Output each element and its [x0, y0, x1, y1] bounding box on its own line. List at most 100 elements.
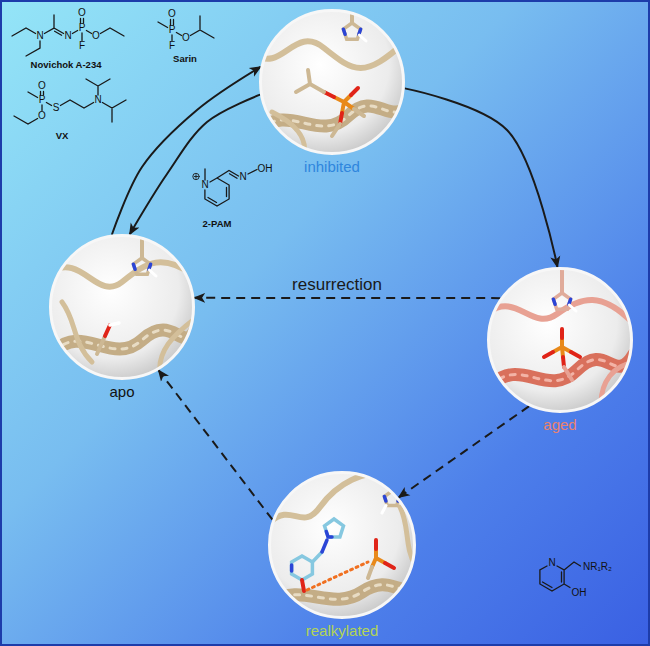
- oxygen-stick: [544, 329, 580, 367]
- nitrogen-stick: [133, 264, 150, 269]
- atom-label: N: [64, 31, 71, 41]
- circle-outline: [268, 471, 416, 619]
- pralidoxime-bonds: [205, 169, 257, 206]
- atom-label: NR₁R₂: [583, 562, 612, 572]
- atom-label: P: [169, 25, 176, 35]
- sphere-backdrop: [488, 268, 632, 412]
- nitrogen-stick: [553, 299, 570, 304]
- caption-box: inhibited: [304, 158, 360, 175]
- nitrogen-stick: [322, 540, 327, 552]
- state-label: inhibited: [304, 158, 360, 175]
- reaction-arrow: [405, 88, 558, 267]
- circle-border: [489, 269, 632, 412]
- state-circle: inhibited: [259, 9, 405, 155]
- atom-label: O: [38, 111, 46, 121]
- sphere-backdrop: [260, 10, 404, 154]
- histidine-stick: [560, 268, 564, 293]
- reaction-arrow: [399, 406, 529, 497]
- circle-outline: [49, 234, 195, 380]
- phosphorus-stick: [334, 95, 354, 113]
- reaction-arrow: [112, 67, 261, 235]
- histidine-ring: [553, 293, 570, 309]
- charge-symbol: [194, 175, 198, 179]
- caption-box: apo: [109, 383, 134, 400]
- serine-stick: [97, 336, 105, 354]
- atom-label: O: [78, 8, 86, 18]
- pyridine-ring: [292, 556, 313, 580]
- atom-label: P: [79, 23, 86, 33]
- atom-label: F: [79, 41, 85, 51]
- protein-coil: [50, 262, 197, 287]
- atom-label: O: [168, 9, 176, 19]
- oxygen-stick: [302, 580, 304, 591]
- nitrogen-stick: [326, 532, 332, 538]
- compound-name: VX: [56, 131, 69, 141]
- histidine-ring: [133, 258, 150, 274]
- state-label: aged: [543, 416, 576, 433]
- state-circle: apo: [49, 234, 195, 380]
- atom-label: N: [94, 95, 101, 105]
- circle-outline: [259, 9, 405, 155]
- phosphorus-stick: [372, 549, 385, 567]
- atom-label: N: [201, 180, 208, 190]
- atom-label: N: [36, 31, 43, 41]
- circle-outline: [487, 267, 633, 413]
- carbon-stick: [296, 70, 364, 136]
- atom-label: OH: [572, 588, 587, 598]
- hydrogen-stick: [110, 323, 119, 325]
- vx-bonds: [14, 79, 126, 124]
- attack-line: [307, 562, 368, 590]
- atom-label: OH: [258, 164, 273, 174]
- sphere-backdrop: [269, 472, 415, 618]
- state-label: realkylated: [306, 622, 379, 639]
- phosphorus-stick: [553, 338, 571, 357]
- atom-label: F: [169, 41, 175, 51]
- oxygen-stick: [324, 88, 358, 124]
- compound-name: Novichok A-234: [31, 60, 102, 70]
- linker-stick: [312, 552, 322, 562]
- atom-label: N: [239, 172, 246, 182]
- reaction-arrow: [130, 95, 260, 235]
- pyrrolidine-ring: [325, 519, 344, 537]
- caption-box: aged: [543, 416, 576, 433]
- state-label: apo: [109, 383, 134, 400]
- atom-label: O: [92, 31, 100, 41]
- hydrogen-stick: [382, 506, 386, 514]
- edge-label: resurrection: [292, 276, 382, 293]
- oxygen-stick: [376, 540, 394, 568]
- oxygen-stick: [105, 325, 110, 336]
- state-circle: realkylated: [268, 471, 416, 619]
- serine-stick: [564, 367, 572, 380]
- hydroxypyridine-bonds: [540, 562, 581, 591]
- novichok-bonds: [12, 15, 124, 56]
- atom-label: O: [182, 33, 190, 43]
- circle-border: [270, 473, 415, 618]
- atom-label: N: [548, 558, 555, 568]
- caption-box: realkylated: [306, 622, 379, 639]
- sphere-backdrop: [50, 235, 194, 379]
- nitrogen-stick: [290, 565, 294, 571]
- protein-coil: [254, 40, 407, 68]
- histidine-ring: [343, 23, 360, 39]
- nitrogen-stick: [343, 29, 360, 34]
- atom-label: O: [38, 81, 46, 91]
- charge-symbol: [193, 173, 199, 179]
- protein-coil: [601, 364, 634, 412]
- protein-coil: [381, 119, 414, 162]
- reaction-arrow: [194, 297, 500, 299]
- carbon-stick: [368, 567, 372, 578]
- state-circle: aged: [487, 267, 633, 413]
- hydrogen-stick: [149, 270, 156, 276]
- histidine-stick: [392, 472, 397, 491]
- compound-name: 2-PAM: [203, 219, 232, 229]
- atom-label: S: [53, 103, 60, 113]
- hydrogen-stick: [569, 305, 576, 311]
- reaction-arrow: [159, 370, 273, 519]
- sarin-bonds: [158, 16, 214, 41]
- hydrogen-stick: [359, 35, 366, 41]
